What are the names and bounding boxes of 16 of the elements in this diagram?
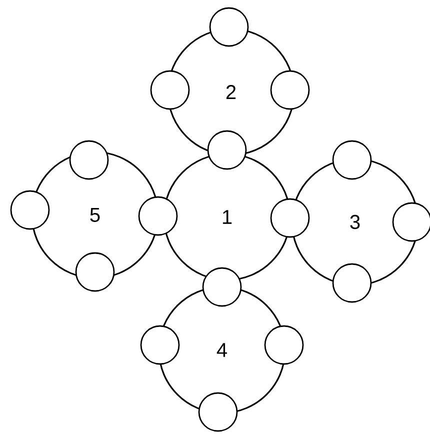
small-circle <box>332 140 372 180</box>
small-circle <box>207 130 247 170</box>
small-circle <box>392 202 430 242</box>
small-circle <box>202 267 242 307</box>
small-circle <box>264 325 304 365</box>
small-circle <box>209 7 249 47</box>
small-circle <box>75 252 115 292</box>
small-circle <box>270 198 310 238</box>
small-circle <box>140 325 180 365</box>
small-circle <box>150 70 190 110</box>
small-circle <box>10 190 50 230</box>
small-circle <box>198 392 238 432</box>
small-circle <box>270 70 310 110</box>
small-circle <box>69 140 109 180</box>
small-circle <box>138 196 178 236</box>
small-circle <box>332 263 372 303</box>
